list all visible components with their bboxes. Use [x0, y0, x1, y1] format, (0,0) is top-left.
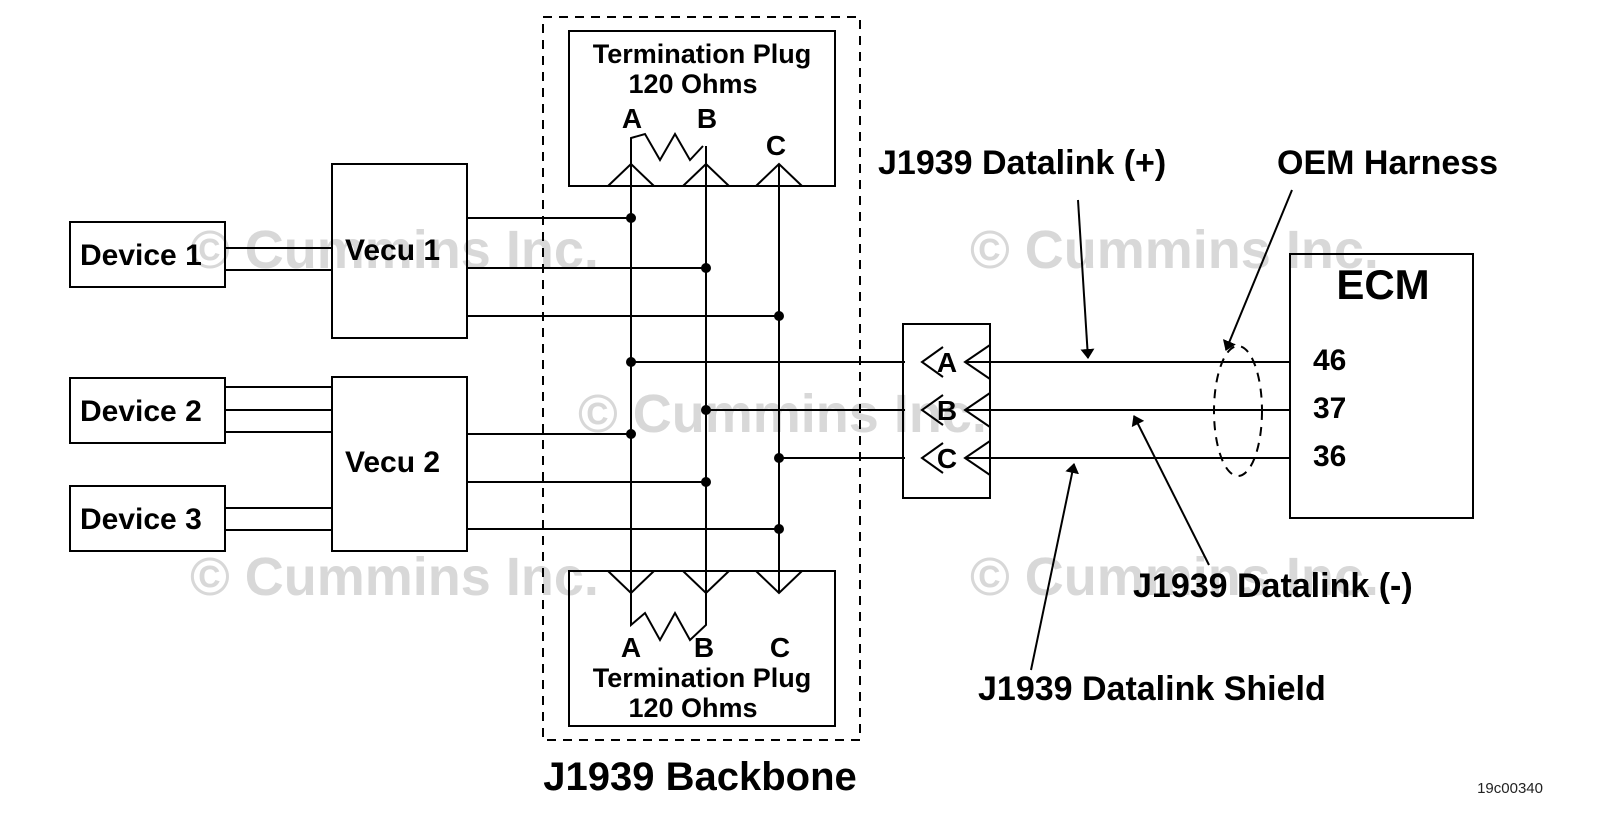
backbone-label: J1939 Backbone — [543, 755, 857, 799]
connector-pin-a: A — [937, 347, 957, 378]
connector-pin-b: B — [937, 395, 957, 426]
termination-plug-top: Termination Plug 120 Ohms A B C — [568, 30, 836, 187]
vecu-bus-wires — [467, 217, 779, 530]
harness-wires — [965, 361, 1290, 459]
ecm-label: ECM — [1336, 261, 1429, 308]
termination-top-pin-c: C — [766, 130, 786, 161]
splice-dot — [774, 453, 784, 463]
connector-pin-c: C — [937, 443, 957, 474]
datalink-shield-arrow — [1030, 463, 1080, 671]
watermark: © Cummins Inc. — [578, 384, 987, 444]
datalink-plus-arrow — [1077, 199, 1095, 359]
vecu-1-label: Vecu 1 — [345, 234, 440, 267]
inline-connector: A B C — [902, 323, 991, 499]
splice-dot — [701, 477, 711, 487]
termination-top-title: Termination Plug — [593, 39, 812, 69]
vecu-1: Vecu 1 — [331, 163, 468, 339]
device-2: Device 2 — [69, 377, 226, 444]
termination-top-pin-b: B — [697, 103, 717, 134]
watermark: © Cummins Inc. — [970, 547, 1379, 607]
device-3-label: Device 3 — [80, 503, 202, 536]
connector-pin-symbol — [920, 394, 944, 426]
ecm: ECM 46 37 36 — [1289, 253, 1474, 519]
splice-dot — [701, 263, 711, 273]
backbone-buses — [630, 146, 780, 593]
bus-connector-wires — [631, 361, 905, 459]
datalink-shield-label: J1939 Datalink Shield — [978, 670, 1326, 708]
splice-dot — [701, 405, 711, 415]
splice-dot — [774, 524, 784, 534]
backbone-boundary — [542, 16, 861, 741]
oem-harness-label: OEM Harness — [1277, 144, 1498, 182]
device-wires — [225, 247, 332, 531]
datalink-minus-arrow — [1131, 415, 1210, 566]
vecu-2: Vecu 2 — [331, 376, 468, 552]
connector-pin-symbol — [920, 346, 944, 378]
termination-bottom-title: Termination Plug — [593, 663, 812, 693]
oem-harness-ellipse — [1213, 345, 1263, 477]
splice-points — [626, 213, 784, 534]
ecm-pin-46: 46 — [1313, 344, 1346, 377]
figure-id: 19c00340 — [1477, 780, 1543, 797]
ecm-pin-36: 36 — [1313, 440, 1346, 473]
splice-dot — [774, 311, 784, 321]
watermark: © Cummins Inc. — [190, 547, 599, 607]
device-3: Device 3 — [69, 485, 226, 552]
termination-top-value: 120 Ohms — [628, 69, 757, 99]
termination-bottom-value: 120 Ohms — [628, 693, 757, 723]
termination-plug-bottom: A B C Termination Plug 120 Ohms — [568, 570, 836, 727]
oem-harness-arrow — [1222, 189, 1293, 351]
splice-dot — [626, 429, 636, 439]
termination-bottom-pin-b: B — [694, 632, 714, 663]
vecu-2-label: Vecu 2 — [345, 446, 440, 479]
datalink-minus-label: J1939 Datalink (-) — [1133, 567, 1413, 605]
ecm-pin-37: 37 — [1313, 392, 1346, 425]
splice-dot — [626, 213, 636, 223]
datalink-plus-label: J1939 Datalink (+) — [878, 144, 1166, 182]
termination-bottom-pin-a: A — [621, 632, 641, 663]
termination-top-pin-a: A — [622, 103, 642, 134]
connector-pin-symbol — [920, 442, 944, 474]
watermark: © Cummins Inc. — [970, 220, 1379, 280]
device-1: Device 1 — [69, 221, 226, 288]
device-2-label: Device 2 — [80, 395, 202, 428]
device-1-label: Device 1 — [80, 239, 202, 272]
resistor-bottom — [630, 593, 707, 643]
termination-bottom-pin-c: C — [770, 632, 790, 663]
resistor-top — [630, 131, 704, 163]
splice-dot — [626, 357, 636, 367]
